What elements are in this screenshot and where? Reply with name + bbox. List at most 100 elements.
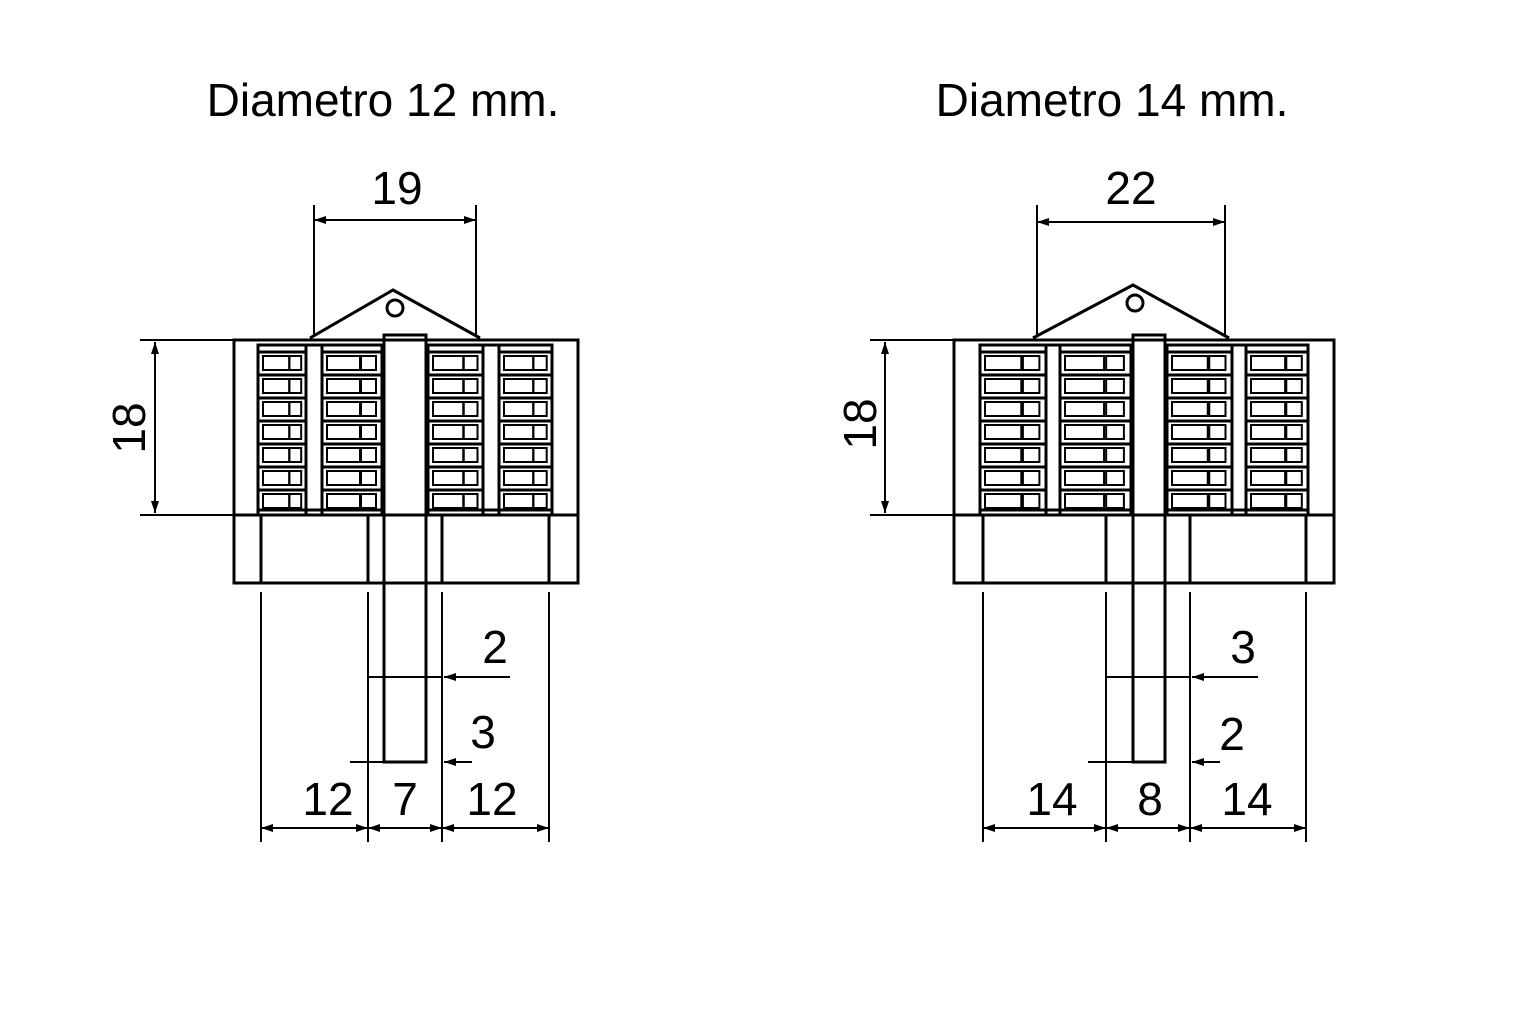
- coil-window: [1021, 424, 1041, 440]
- coil-window: [1105, 447, 1125, 463]
- coil-window: [1250, 424, 1287, 440]
- coil-window: [1105, 424, 1125, 440]
- coil-window: [1105, 378, 1125, 394]
- coil-window: [462, 447, 479, 463]
- coil-window: [326, 378, 361, 394]
- coil-window: [288, 424, 303, 440]
- coil-window: [262, 378, 291, 394]
- coil-window: [503, 424, 535, 440]
- coil-window: [1021, 493, 1041, 509]
- coil-window: [1208, 355, 1227, 371]
- coil-window: [262, 355, 291, 371]
- coil-window: [262, 401, 291, 417]
- coil-window: [532, 378, 548, 394]
- coil-window: [360, 378, 377, 394]
- coil-window: [984, 378, 1023, 394]
- coil-window: [1171, 355, 1209, 371]
- coil-window: [462, 401, 479, 417]
- coil-window: [984, 355, 1023, 371]
- coil-window: [288, 401, 303, 417]
- coil-window: [1208, 378, 1227, 394]
- coil-window: [1285, 470, 1303, 486]
- coil-window: [1208, 470, 1227, 486]
- lower-gap-label: 3: [470, 706, 496, 758]
- coil-window: [1064, 470, 1106, 486]
- coil-window: [432, 424, 465, 440]
- coil-window: [360, 355, 377, 371]
- title-12mm: Diametro 12 mm.: [207, 74, 560, 126]
- coil-window: [532, 493, 548, 509]
- bottom-dim-left: 12: [302, 773, 353, 825]
- coil-window: [1021, 378, 1041, 394]
- coil-window: [1208, 447, 1227, 463]
- coil-window: [262, 470, 291, 486]
- coil-window: [360, 401, 377, 417]
- coil-window: [1250, 378, 1287, 394]
- coil-window: [532, 470, 548, 486]
- screw-hole: [1125, 293, 1145, 313]
- coil-window: [432, 470, 465, 486]
- coil-window: [288, 493, 303, 509]
- coil-window: [288, 447, 303, 463]
- coil-window: [288, 470, 303, 486]
- coil-window: [503, 470, 535, 486]
- coil-window: [1250, 493, 1287, 509]
- coil-window: [262, 493, 291, 509]
- coil-window: [360, 493, 377, 509]
- lower-gap-label: 2: [1219, 708, 1245, 760]
- coil-window: [462, 470, 479, 486]
- coil-window: [326, 470, 361, 486]
- upper-gap-label: 3: [1230, 621, 1256, 673]
- hinge-leaf-top: [1032, 283, 1230, 340]
- width-dimension-label: 19: [371, 162, 422, 214]
- coil-window: [984, 424, 1023, 440]
- coil-window: [360, 424, 377, 440]
- coil-separator: [1044, 343, 1062, 517]
- coil-window: [1105, 401, 1125, 417]
- coil-window: [1208, 401, 1227, 417]
- coil-window: [1171, 424, 1209, 440]
- hinge-body: [952, 338, 1336, 585]
- coil-window: [1250, 401, 1287, 417]
- coil-window: [503, 401, 535, 417]
- hinge-leaf-top: [309, 288, 481, 340]
- coil-separator: [481, 343, 501, 517]
- coil-window: [326, 355, 361, 371]
- coil-window: [326, 493, 361, 509]
- coil-window: [984, 401, 1023, 417]
- coil-window: [432, 401, 465, 417]
- coil-window: [360, 470, 377, 486]
- coil-window: [432, 447, 465, 463]
- coil-window: [432, 355, 465, 371]
- coil-window: [532, 447, 548, 463]
- coil-window: [1171, 493, 1209, 509]
- coil-window: [984, 470, 1023, 486]
- bottom-dim-center: 8: [1137, 773, 1163, 825]
- hinge-pin: [1131, 333, 1167, 764]
- coil-window: [1250, 447, 1287, 463]
- coil-window: [503, 378, 535, 394]
- hinge-pin: [382, 333, 428, 764]
- coil-window: [1064, 401, 1106, 417]
- coil-window: [326, 401, 361, 417]
- coil-window: [462, 378, 479, 394]
- coil-window: [1105, 493, 1125, 509]
- coil-window: [1285, 447, 1303, 463]
- hinge-14mm-drawing: Diametro 14 mm. 22 18 3 2 14 8 14: [834, 74, 1336, 842]
- coil-window: [984, 493, 1023, 509]
- bottom-dim-right: 12: [466, 773, 517, 825]
- coil-window: [1171, 470, 1209, 486]
- coil-window: [432, 378, 465, 394]
- width-dimension-label: 22: [1105, 162, 1156, 214]
- coil-window: [1105, 355, 1125, 371]
- coil-window: [1208, 424, 1227, 440]
- coil-window: [1285, 378, 1303, 394]
- bottom-dim-center: 7: [392, 773, 418, 825]
- coil-window: [1021, 355, 1041, 371]
- coil-window: [1021, 447, 1041, 463]
- coil-window: [1105, 470, 1125, 486]
- coil-window: [1064, 378, 1106, 394]
- coil-window: [288, 378, 303, 394]
- coil-window: [503, 493, 535, 509]
